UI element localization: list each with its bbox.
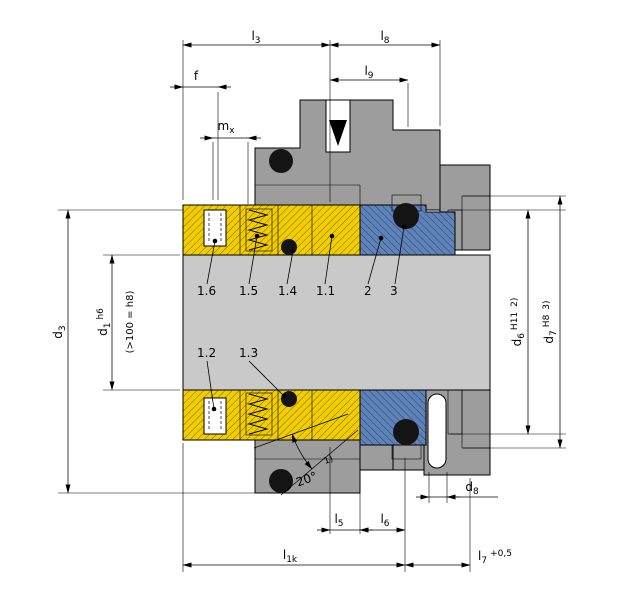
spring-lower	[247, 393, 269, 435]
dimension-l8: l8	[329, 29, 441, 48]
dimension-d1: d1h6 (>100 = h8)	[96, 254, 136, 391]
o-ring-seat-lower	[393, 419, 419, 445]
spring-upper	[247, 209, 269, 251]
housing-upper	[254, 99, 491, 251]
dimension-d8: d8	[416, 480, 498, 500]
dimension-f: f	[170, 69, 231, 90]
dim-label-f: f	[194, 69, 199, 83]
o-ring-housing-upper	[269, 149, 293, 173]
dim-label-d7: d7H83)	[542, 300, 559, 343]
dim-label-d6: d6H112)	[510, 298, 527, 347]
set-screw-upper	[203, 209, 227, 247]
dimension-l3: l3	[182, 29, 331, 48]
extension-lines	[58, 40, 566, 572]
dimension-l6: l6	[359, 512, 406, 533]
dimension-l5: l5	[317, 512, 373, 533]
dim-label-l7: l7+0,5	[478, 549, 512, 566]
dim-label-mx: mx	[217, 119, 235, 136]
gland-bolt-hole	[427, 393, 447, 469]
part-label-1-5: 1.5	[239, 284, 258, 298]
dim-label-l9: l9	[364, 64, 373, 81]
part-label-1-4: 1.4	[278, 284, 297, 298]
dimension-l9: l9	[329, 64, 409, 83]
part-label-1-3: 1.3	[239, 346, 258, 360]
dim-label-l1k: l1k	[283, 548, 298, 565]
o-ring-housing-lower	[269, 469, 293, 493]
part-label-1-1: 1.1	[316, 284, 335, 298]
dim-label-l6: l6	[380, 512, 389, 529]
angle-annotation: 20° 1)	[253, 413, 359, 496]
dim-label-d8: d8	[465, 480, 479, 497]
part-label-1-6: 1.6	[197, 284, 216, 298]
spring-pocket-lower	[245, 392, 273, 436]
dimension-d6: d6H112)	[510, 209, 531, 435]
seat-ring-upper	[359, 194, 456, 256]
dim-note-d1: (>100 = h8)	[125, 291, 136, 354]
set-screw-lower	[203, 397, 227, 435]
shaft	[182, 254, 491, 391]
spring-pocket-upper	[245, 208, 273, 252]
seal-assembly-upper	[182, 204, 361, 256]
o-rings	[269, 149, 419, 493]
flush-arrow-icon	[329, 120, 347, 146]
dimension-l7: l7+0,5	[404, 549, 512, 568]
part-label-3: 3	[390, 284, 398, 298]
part-labels: 1.6 1.5 1.4 1.1 2 3 1.2 1.3	[197, 224, 407, 412]
dim-label-l8: l8	[380, 29, 389, 46]
dimension-mx: mx	[200, 119, 261, 141]
part-label-2: 2	[364, 284, 372, 298]
dim-label-d1: d1h6	[96, 308, 113, 336]
angle-footnote: 1)	[323, 454, 335, 467]
dim-label-l5: l5	[334, 512, 343, 529]
part-label-1-2: 1.2	[197, 346, 216, 360]
angle-label: 20°	[294, 469, 319, 489]
dimension-d7: d7H83)	[542, 195, 563, 449]
dimension-d3: d3	[51, 209, 71, 494]
dimension-l1k: l1k	[182, 548, 406, 568]
dim-label-d3: d3	[51, 325, 68, 338]
o-ring-shaft-lower	[281, 391, 297, 407]
o-ring-seat-upper	[393, 203, 419, 229]
seal-assembly-lower	[182, 389, 361, 441]
oring-groove-lower	[391, 444, 422, 460]
dim-label-l3: l3	[251, 29, 260, 46]
